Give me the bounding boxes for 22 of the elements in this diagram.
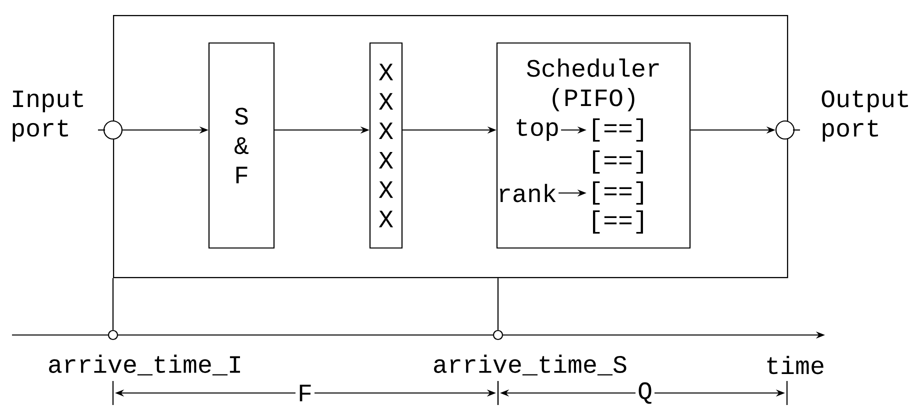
time-label: arrive_time_I [49, 354, 240, 376]
dimension-label: Q [636, 380, 654, 406]
time-point [492, 330, 504, 340]
port-circle [775, 120, 800, 140]
leader-line [112, 278, 114, 330]
time-label: time [767, 356, 824, 374]
dimension-label: F [296, 382, 314, 404]
pointer-label: rank [500, 184, 556, 202]
port-label: Output port [822, 90, 908, 142]
queue-slot: [==] [593, 181, 643, 205]
queue-slot: [==] [593, 118, 643, 142]
process-box: X X X X X X [369, 42, 403, 249]
queue-slot: [==] [593, 150, 643, 174]
queue-slot: [==] [593, 210, 643, 234]
time-point [108, 330, 118, 340]
leader-line [497, 278, 499, 330]
port-circle [98, 120, 123, 140]
pointer-label: top [516, 119, 558, 141]
process-box: S & F [208, 42, 275, 249]
port-label: Input port [12, 90, 83, 142]
time-label: arrive_time_S [434, 354, 626, 376]
outer-box [113, 15, 788, 278]
